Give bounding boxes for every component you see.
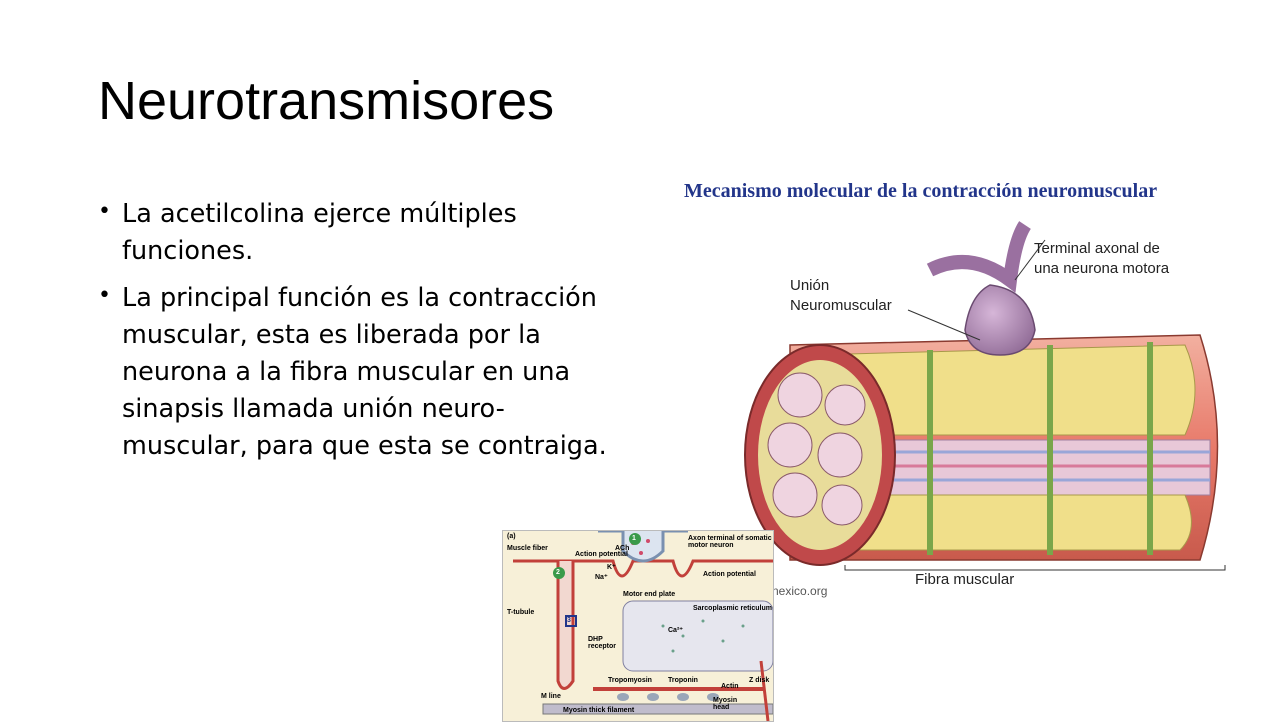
bullet-text: La principal función es la contracción m… bbox=[122, 282, 607, 461]
inset-label-ach: ACh bbox=[615, 545, 630, 552]
inset-label-action-potential-1: Action potential bbox=[575, 551, 628, 558]
inset-label-myosin-head: Myosin head bbox=[713, 697, 738, 711]
inset-label-k: K⁺ bbox=[607, 564, 616, 571]
inset-diagram-drawing bbox=[503, 529, 774, 722]
bullet-dot-icon: • bbox=[98, 282, 111, 308]
inset-step-3: 3 bbox=[567, 617, 571, 624]
inset-panel-label: (a) bbox=[507, 533, 516, 540]
inset-step-1: 1 bbox=[632, 535, 636, 542]
inset-label-troponin: Troponin bbox=[668, 677, 698, 684]
inset-label-m-line: M line bbox=[541, 693, 561, 700]
inset-label-motor-end-plate: Motor end plate bbox=[623, 591, 676, 598]
inset-label-sarcoplasmic: Sarcoplasmic reticulum bbox=[693, 605, 772, 612]
muscle-fiber-illustration bbox=[744, 221, 1226, 571]
bullet-item: • La acetilcolina ejerce múltiples funci… bbox=[98, 196, 628, 270]
label-axon-line-1: Terminal axonal de bbox=[1034, 240, 1160, 257]
inset-label-action-potential-2: Action potential bbox=[703, 571, 756, 578]
label-axon-terminal: Terminal axonal de una neurona motora bbox=[1034, 239, 1169, 278]
label-union-line-2: Neuromuscular bbox=[790, 296, 892, 314]
inset-label-actin: Actin bbox=[721, 683, 739, 690]
inset-label-tropomyosin: Tropomyosin bbox=[608, 677, 652, 684]
inset-label-na: Na⁺ bbox=[595, 574, 608, 581]
bullet-dot-icon: • bbox=[98, 199, 111, 224]
inset-label-dhp: DHP receptor bbox=[588, 636, 617, 650]
label-neuromuscular-junction: Unión Neuromuscular bbox=[790, 276, 892, 315]
label-union-line-1: Unión bbox=[790, 277, 830, 294]
inset-label-z-disk: Z disk bbox=[749, 677, 770, 684]
inset-label-t-tubule: T-tubule bbox=[507, 609, 535, 616]
label-muscle-fiber: Fibra muscular bbox=[915, 571, 1015, 588]
inset-diagram: (a) Muscle fiber Action potential ACh Ax… bbox=[502, 529, 774, 722]
inset-label-axon-terminal: Axon terminal of somatic motor neuron bbox=[688, 535, 772, 549]
figure-title: Mecanismo molecular de la contracción ne… bbox=[684, 180, 1158, 202]
inset-label-muscle-fiber: Muscle fiber bbox=[507, 545, 548, 552]
inset-label-myosin-thick: Myosin thick filament bbox=[563, 707, 635, 714]
bullet-list: • La acetilcolina ejerce múltiples funci… bbox=[98, 196, 628, 475]
inset-label-ca: Ca²⁺ bbox=[668, 627, 683, 634]
slide-title: Neurotransmisores bbox=[98, 71, 555, 131]
bullet-text: La acetilcolina ejerce múltiples funcion… bbox=[122, 199, 517, 266]
inset-step-2: 2 bbox=[556, 569, 560, 576]
label-axon-line-2: una neurona motora bbox=[1034, 259, 1170, 277]
watermark-text: nexico.org bbox=[772, 584, 828, 598]
bullet-item: • La principal función es la contracción… bbox=[98, 280, 628, 465]
